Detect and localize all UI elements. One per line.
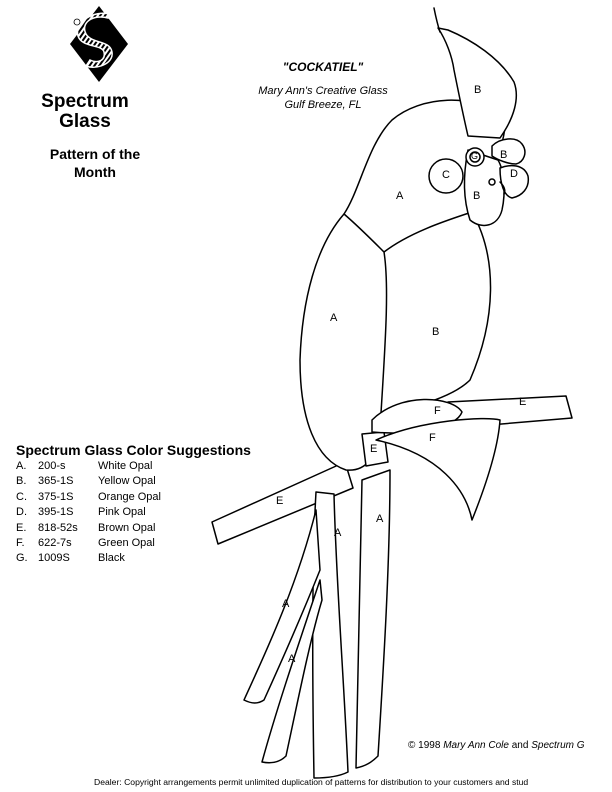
color-code: 200-s — [38, 460, 66, 472]
color-suggestions-heading: Spectrum Glass Color Suggestions — [16, 442, 251, 458]
copyright-author: Mary Ann Cole — [443, 740, 509, 751]
color-letter: C. — [16, 490, 27, 503]
crest-piece — [437, 27, 518, 139]
copyright-conj: and — [511, 740, 529, 751]
color-letter: B. — [16, 475, 27, 488]
color-row: E. 818-52s Brown Opal — [16, 521, 296, 536]
pom-line-1: Pattern of the — [49, 146, 141, 162]
color-code: 818-52s — [38, 521, 78, 534]
color-letter: D. — [16, 506, 27, 519]
dealer-note: Dealer: Copyright arrangements permit un… — [94, 777, 529, 787]
spectrum-logo-icon — [70, 6, 128, 82]
color-letter: F. — [16, 537, 25, 550]
cheek-patch-piece — [428, 158, 464, 194]
wing-piece — [299, 213, 388, 471]
color-name: Pink Opal — [98, 506, 146, 519]
beak-upper-piece — [491, 138, 526, 165]
copyright-company: Spectrum G — [531, 740, 585, 751]
color-code: 375-1S — [38, 490, 74, 503]
color-name: Black — [98, 552, 125, 565]
brand-name: Spectrum Glass — [20, 92, 150, 132]
color-name: Green Opal — [98, 537, 155, 550]
color-row: F. 622-7s Green Opal — [16, 536, 296, 551]
artist-location: Gulf Breeze, FL — [284, 99, 362, 111]
tail-feather-right — [355, 469, 391, 769]
color-code: 365-1S — [38, 475, 74, 488]
color-name: Orange Opal — [98, 490, 161, 503]
pattern-of-month-heading: Pattern of the Month — [20, 145, 170, 181]
copyright-line: © 1998 Mary Ann Cole and Spectrum G — [408, 740, 585, 751]
pattern-title: "COCKATIEL" — [282, 60, 364, 74]
perch-left-piece — [211, 461, 354, 545]
color-row: D. 395-1S Pink Opal — [16, 505, 296, 520]
brand-line-2: Glass — [59, 111, 111, 132]
color-row: C. 375-1S Orange Opal — [16, 490, 296, 505]
eye-inner — [469, 151, 481, 163]
color-row: B. 365-1S Yellow Opal — [16, 474, 296, 489]
color-letter: E. — [16, 521, 27, 534]
artist-name: Mary Ann's Creative Glass — [258, 85, 388, 97]
color-code: 1009S — [38, 552, 70, 565]
leaf-bottom-piece — [375, 417, 501, 521]
pattern-title-block: "COCKATIEL" Mary Ann's Creative Glass Gu… — [228, 60, 418, 112]
brand-line-1: Spectrum — [41, 91, 129, 112]
color-row: A. 200-s White Opal — [16, 459, 296, 474]
tail-feather-left-outer — [243, 509, 321, 704]
pom-line-2: Month — [74, 164, 116, 180]
color-name: Brown Opal — [98, 521, 156, 534]
color-code: 622-7s — [38, 537, 72, 550]
color-name: White Opal — [98, 460, 153, 472]
tail-feather-left-inner — [261, 579, 323, 764]
color-code: 395-1S — [38, 506, 74, 519]
color-name: Yellow Opal — [98, 475, 156, 488]
copyright-year: © 1998 — [408, 740, 441, 751]
color-row: G. 1009S Black — [16, 551, 296, 566]
tail-feather-long — [311, 491, 349, 779]
color-letter: G. — [16, 552, 28, 565]
color-suggestions: Spectrum Glass Color Suggestions A. 200-s… — [16, 442, 296, 567]
eye-ring-piece — [465, 147, 485, 167]
beak-lower-piece — [499, 164, 530, 199]
color-letter: A. — [16, 460, 27, 472]
